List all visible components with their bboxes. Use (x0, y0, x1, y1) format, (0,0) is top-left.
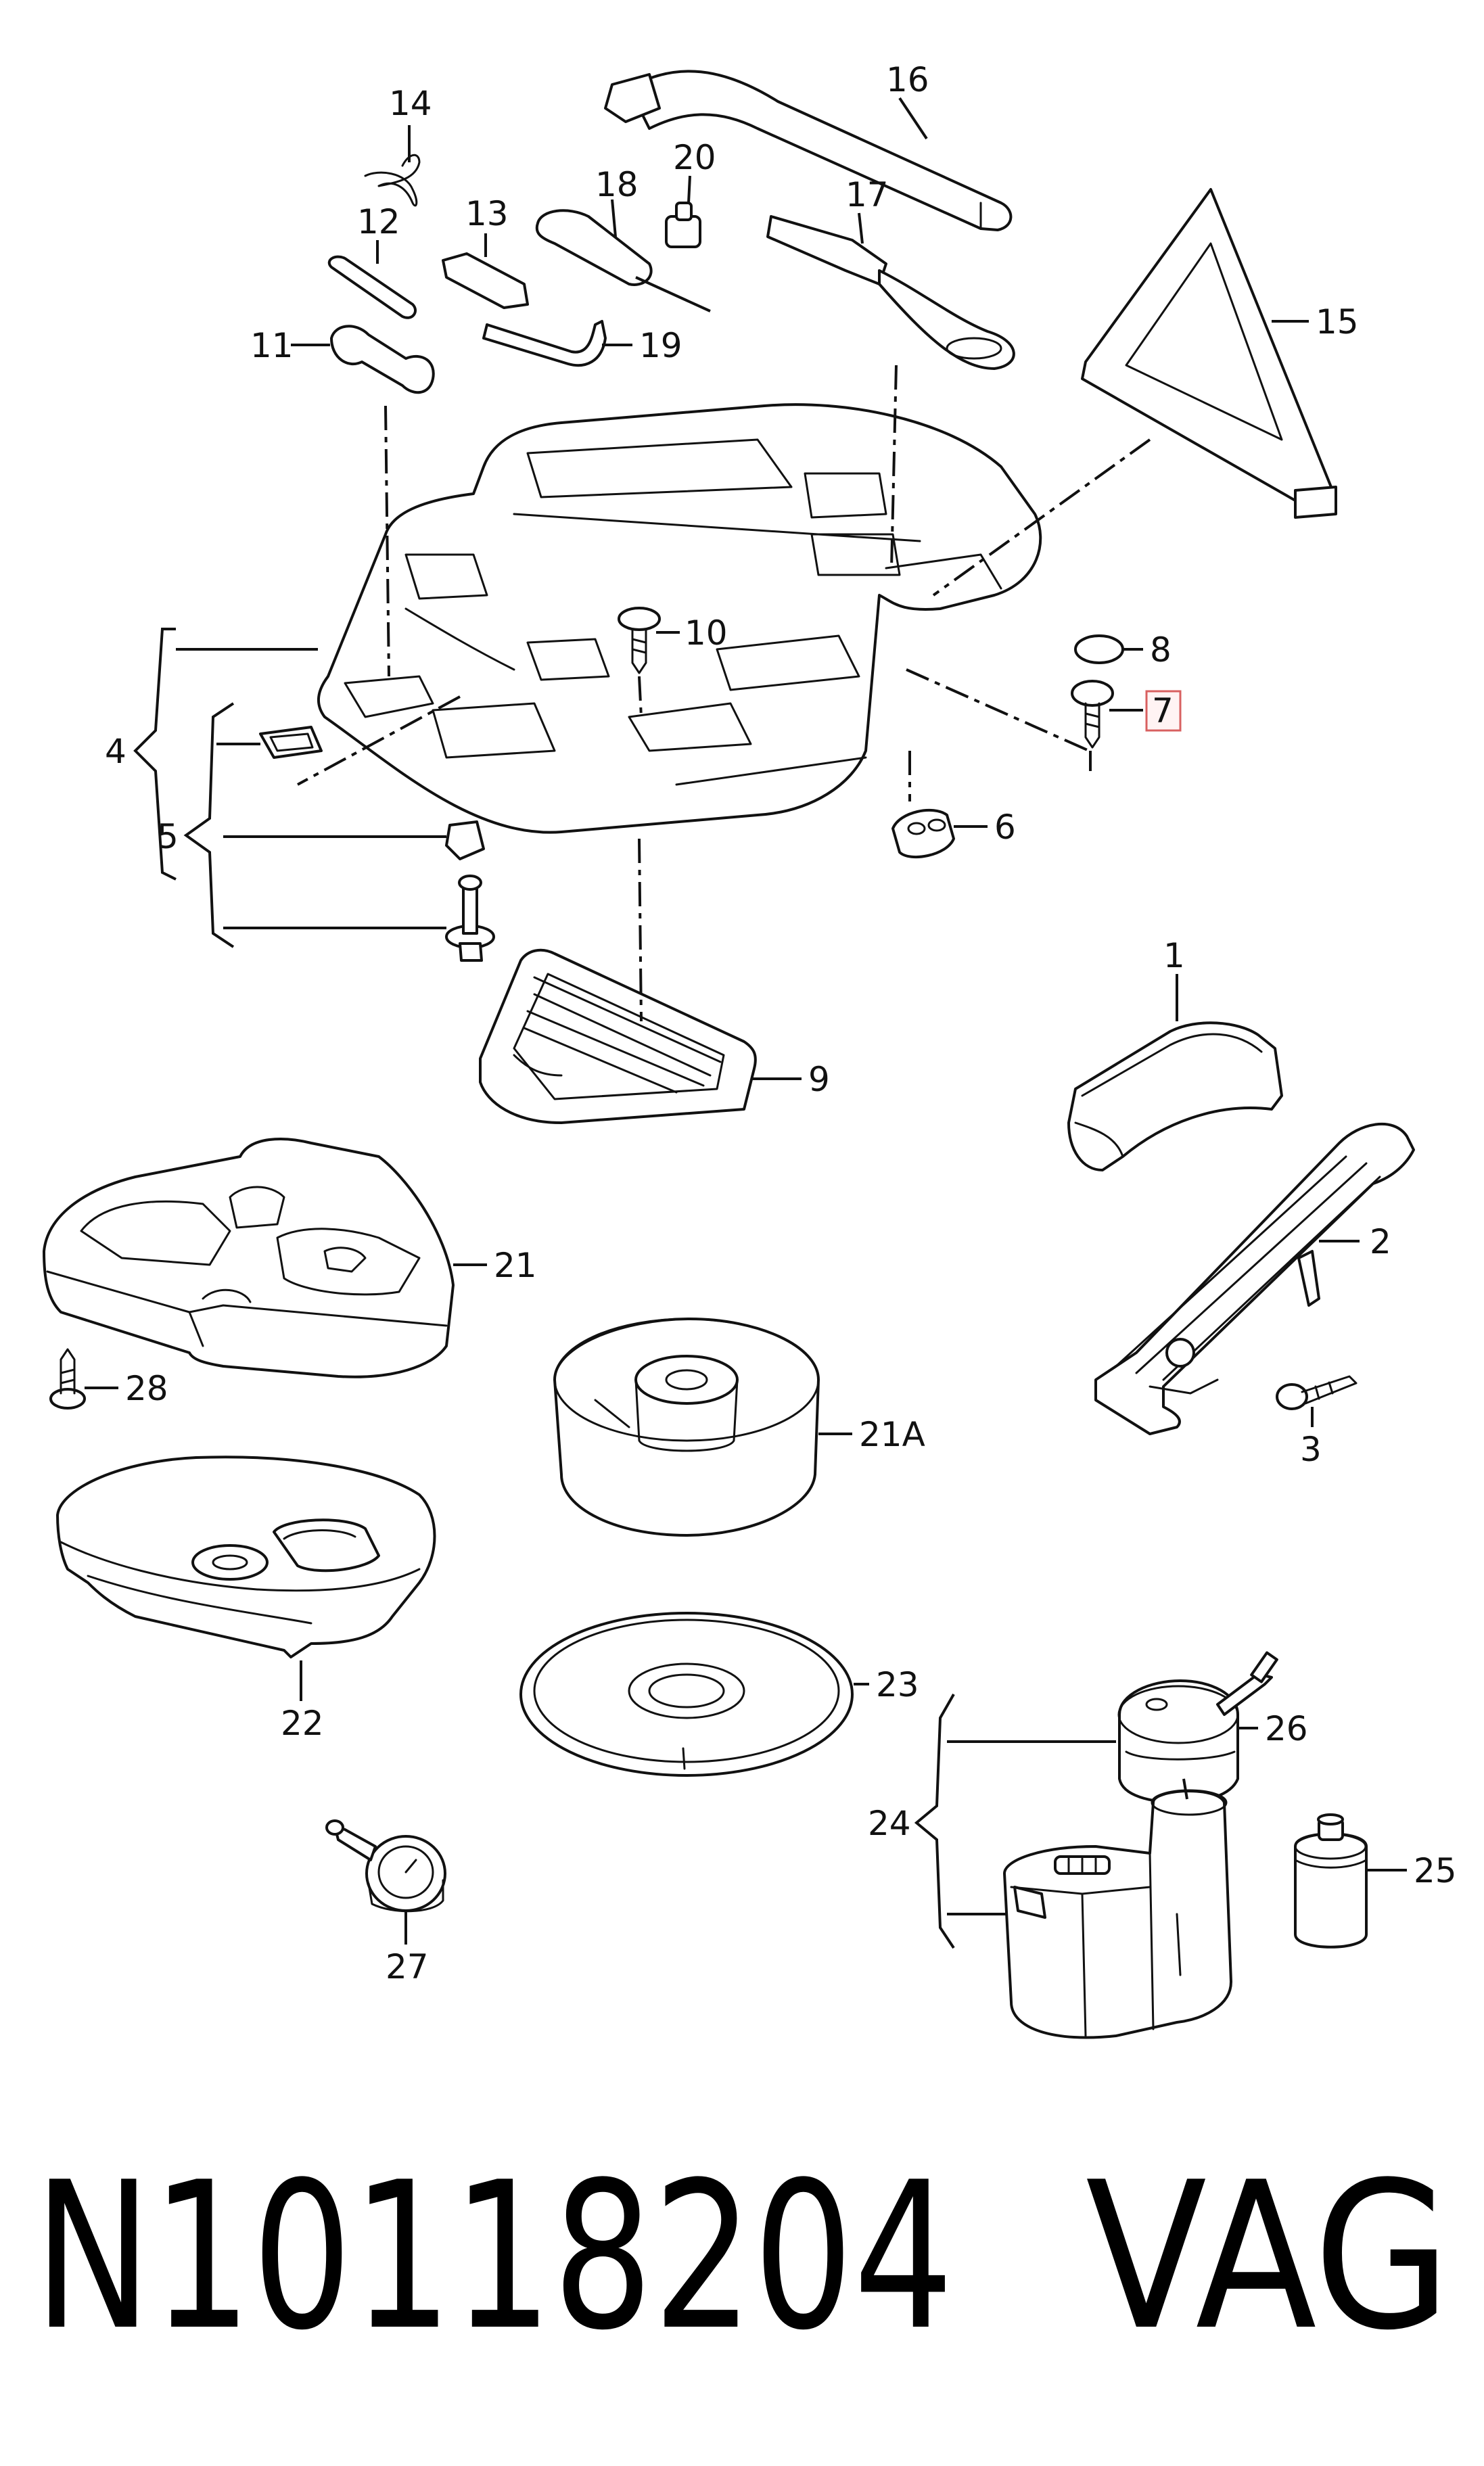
spare-wheel-cup-21a-drawing (553, 1318, 820, 1537)
canister-25-drawing (1294, 1813, 1368, 1949)
towing-eye-drawing (766, 215, 1015, 370)
callout-18: 18 (595, 165, 639, 204)
callout-2: 2 (1370, 1222, 1391, 1261)
callout-28: 28 (125, 1369, 168, 1408)
callout-23: 23 (876, 1665, 919, 1704)
callout-11: 11 (250, 326, 294, 365)
wheel-brace-drawing (604, 70, 1013, 231)
compressor-26-drawing (1117, 1651, 1278, 1804)
assembly-dash-lines (297, 365, 1188, 1800)
callout-12: 12 (357, 202, 400, 241)
leader-lines (85, 97, 1407, 1949)
cover-22-drawing (56, 1456, 436, 1658)
callout-7: 7 (1152, 691, 1174, 730)
brand-name: VAG (1086, 2139, 1451, 2375)
screw-10-drawing (618, 607, 661, 674)
fastener-set-5-drawing (259, 726, 495, 962)
callout-5: 5 (157, 817, 179, 856)
screw-28-drawing (49, 1348, 86, 1410)
callout-21: 21 (494, 1246, 537, 1285)
screw-7-drawing (1071, 680, 1114, 749)
foam-block-1-drawing (1067, 1021, 1283, 1171)
callout-6: 6 (994, 808, 1016, 847)
callout-16: 16 (886, 60, 929, 99)
cap-8-drawing (1074, 634, 1124, 664)
callout-10: 10 (685, 613, 728, 653)
tool-tray-drawing (317, 403, 1042, 834)
callout-22: 22 (281, 1704, 324, 1743)
part-number: N10118204 (34, 2139, 954, 2375)
storage-tray-21-drawing (43, 1138, 455, 1378)
callout-27: 27 (386, 1947, 429, 1986)
callout-21a: 21A (859, 1415, 925, 1454)
callout-24: 24 (868, 1804, 911, 1843)
pin-drawing (327, 255, 417, 319)
callout-8: 8 (1150, 630, 1172, 670)
pressure-gauge-27-drawing (325, 1819, 446, 1913)
callout-9: 9 (808, 1060, 830, 1099)
sealant-bottle-24-drawing (1003, 1789, 1232, 2039)
spanner-strip-drawing (442, 252, 529, 309)
callout-14: 14 (389, 84, 432, 123)
screw-3-drawing (1276, 1375, 1358, 1410)
callout-4: 4 (105, 732, 126, 771)
callout-19: 19 (639, 326, 682, 365)
open-wrench-drawing (330, 325, 435, 394)
spring-clip-drawing (364, 154, 421, 207)
callout-17: 17 (845, 175, 889, 214)
mat-23-drawing (519, 1612, 854, 1777)
callout-13: 13 (465, 194, 509, 233)
grid-insert-9-drawing (479, 948, 757, 1124)
hex-key-drawing (482, 320, 607, 367)
callout-26: 26 (1265, 1709, 1308, 1748)
callout-1: 1 (1163, 936, 1185, 975)
clip-6-drawing (891, 809, 955, 858)
callout-15: 15 (1316, 302, 1359, 342)
callout-labels: 1 2 3 4 5 6 7 8 9 10 11 12 13 14 15 16 1… (105, 60, 1457, 1986)
callout-7-highlight-box (1145, 690, 1182, 732)
screwdriver-drawing (535, 209, 711, 312)
warning-triangle-drawing (1081, 188, 1337, 519)
adapter-bolt-drawing (665, 202, 701, 248)
callout-3: 3 (1300, 1430, 1322, 1469)
jack-2-drawing (1094, 1122, 1415, 1435)
callout-25: 25 (1414, 1851, 1457, 1890)
callout-20: 20 (673, 138, 716, 177)
